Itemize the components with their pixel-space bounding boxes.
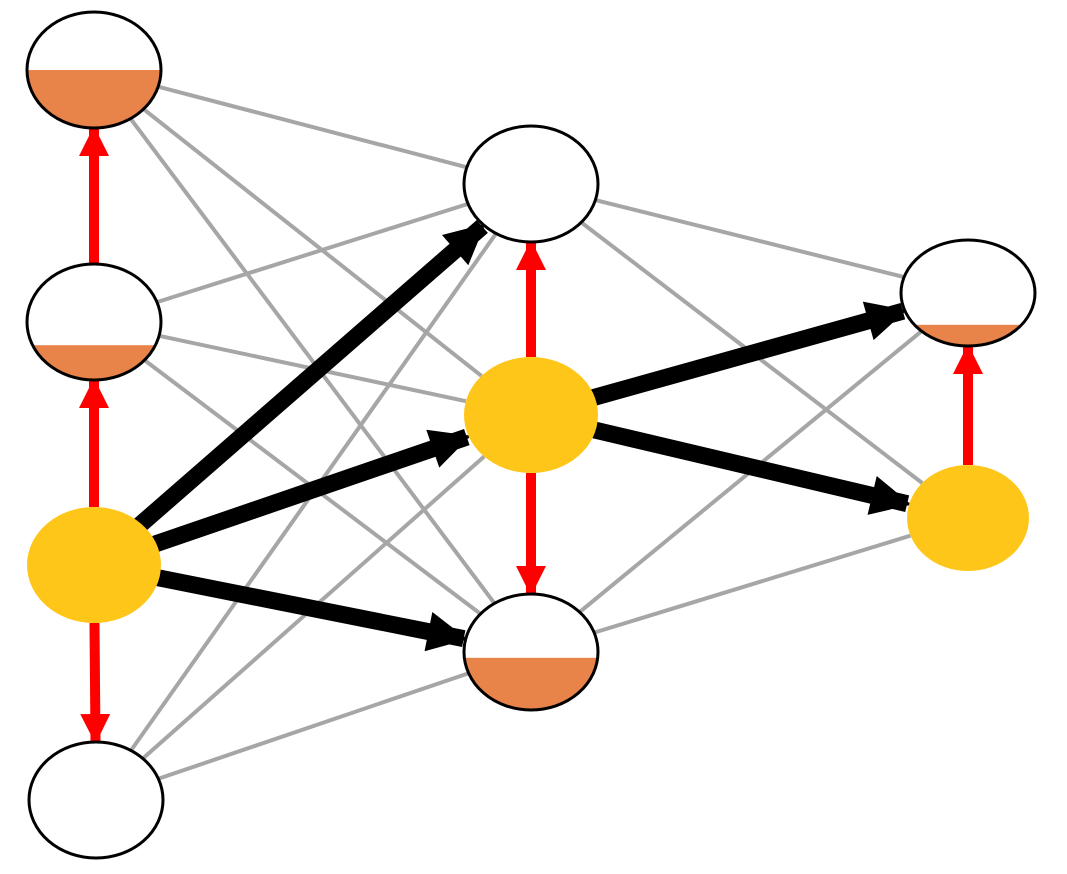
output-node-2 bbox=[907, 465, 1029, 571]
connection-in-1-hid-1 bbox=[157, 84, 468, 170]
input-node-3 bbox=[27, 507, 161, 623]
connection-hid-3-out-2 bbox=[593, 533, 912, 635]
excitatory-arrows bbox=[131, 220, 912, 652]
network-nodes bbox=[25, 10, 1037, 860]
connection-hid-1-out-1 bbox=[594, 198, 905, 280]
excite-arrow-in-3-hid-3 bbox=[151, 568, 468, 652]
lateral-arrows bbox=[79, 126, 983, 745]
hidden-node-2 bbox=[464, 357, 598, 473]
excite-arrow-hid-2-out-1 bbox=[586, 301, 907, 407]
connection-in-2-hid-1 bbox=[156, 201, 469, 305]
hidden-node-1 bbox=[462, 124, 600, 244]
output-node-1 bbox=[899, 238, 1037, 348]
excite-arrow-in-3-hid-2 bbox=[147, 428, 471, 554]
connection-in-4-hid-3 bbox=[157, 671, 470, 781]
input-node-1 bbox=[25, 10, 163, 130]
excite-arrow-hid-2-out-2 bbox=[587, 420, 912, 515]
connection-in-1-hid-3 bbox=[128, 117, 497, 605]
hidden-node-3 bbox=[462, 592, 600, 712]
connection-in-1-hid-2 bbox=[142, 107, 483, 378]
lateral-arrow-in-3-in-4 bbox=[80, 622, 111, 745]
input-node-2 bbox=[25, 262, 163, 382]
input-node-4 bbox=[27, 740, 165, 860]
excite-arrow-in-3-hid-1 bbox=[131, 220, 488, 535]
